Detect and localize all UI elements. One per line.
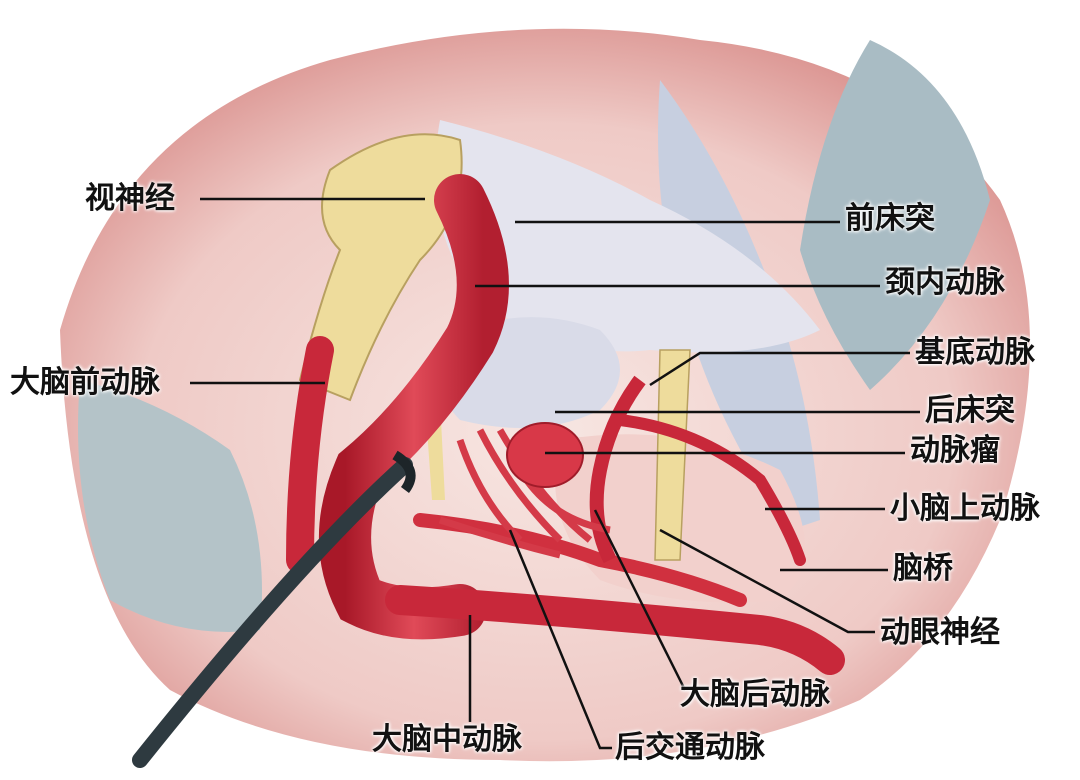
internal-carotid-artery (319, 174, 509, 640)
label-posterior-communicating: 后交通动脉 (615, 730, 765, 765)
label-middle-cerebral: 大脑中动脉 (372, 722, 522, 757)
leader-lines (190, 197, 920, 750)
anterior-cerebral-artery (286, 336, 334, 574)
oculomotor-nerve (654, 349, 691, 561)
retractor-instrument (132, 457, 413, 768)
label-oculomotor-nerve: 动眼神经 (880, 615, 1000, 650)
aneurysm (506, 422, 584, 488)
label-superior-cerebellar: 小脑上动脉 (890, 491, 1040, 526)
label-optic-nerve: 视神经 (85, 181, 175, 216)
basilar-artery (589, 375, 646, 564)
label-anterior-cerebral: 大脑前动脉 (10, 365, 160, 400)
label-anterior-clinoid: 前床突 (845, 201, 935, 236)
label-basilar-artery: 基底动脉 (915, 335, 1035, 370)
dura-right (800, 40, 990, 390)
label-pons: 脑桥 (893, 551, 953, 586)
middle-cerebral-artery (385, 585, 845, 675)
label-posterior-clinoid: 后床突 (925, 393, 1015, 428)
superior-cerebellar-artery (614, 414, 806, 566)
posterior-cerebral-artery (413, 513, 747, 607)
dura-left (78, 380, 262, 632)
label-posterior-cerebral: 大脑后动脉 (680, 677, 830, 712)
label-internal-carotid: 颈内动脉 (885, 265, 1005, 300)
anterior-clinoid-bone (435, 120, 820, 353)
optic-nerve (298, 133, 463, 402)
retractor-tip (392, 450, 416, 493)
label-aneurysm: 动脉瘤 (910, 433, 1000, 468)
